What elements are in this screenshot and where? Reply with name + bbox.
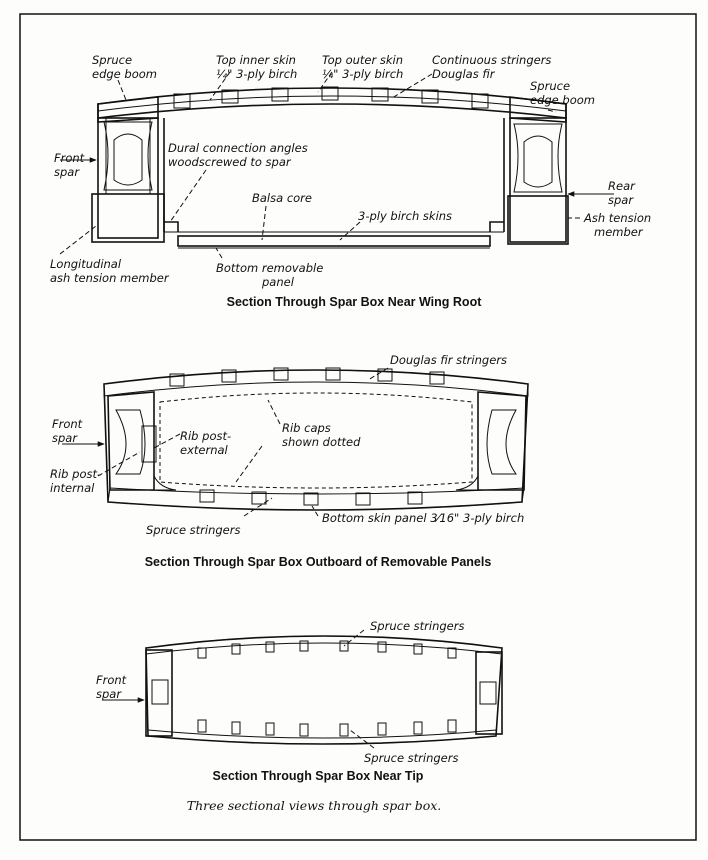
label-spruce-edge-boom-right: Spruce (530, 79, 570, 93)
label-top-outer-skin-2: ¼" 3-ply birch (322, 67, 403, 81)
label-top-inner-skin: Top inner skin (216, 53, 296, 67)
label-dural-connection: Dural connection angles (168, 141, 308, 155)
label-birch-skins: 3-ply birch skins (358, 209, 452, 223)
label-rear-spar: Rear (608, 179, 636, 193)
label-continuous-stringers: Continuous stringers (432, 53, 551, 67)
label-bottom-removable-panel: Bottom removable (216, 261, 323, 275)
label-ash-tension-2: member (594, 225, 644, 239)
label-continuous-stringers-2: Douglas fir (432, 67, 496, 81)
label-rib-caps: Rib caps (282, 421, 331, 435)
figure-caption: Three sectional views through spar box. (187, 798, 442, 813)
section1-labels: Spruce edge boom Top inner skin ¼" 3-ply… (50, 53, 651, 309)
label-bottom-removable-panel-2: panel (261, 275, 295, 289)
label-spruce-edge-boom-left-2: edge boom (92, 67, 157, 81)
section2-caption: Section Through Spar Box Outboard of Rem… (145, 555, 492, 569)
label-spruce-stringers-s2: Spruce stringers (146, 523, 240, 537)
section2-leaders (62, 367, 389, 517)
label-rib-post-internal-2: internal (50, 481, 95, 495)
section1-leaders (59, 71, 614, 259)
label-rib-caps-2: shown dotted (282, 435, 361, 449)
label-rib-post-external-2: external (180, 443, 229, 457)
label-front-spar-s3: Front (96, 673, 127, 687)
label-front-spar-2: spar (54, 165, 80, 179)
section1-caption: Section Through Spar Box Near Wing Root (227, 295, 483, 309)
label-dural-connection-2: woodscrewed to spar (168, 155, 292, 169)
label-balsa-core: Balsa core (252, 191, 312, 205)
section3-labels: Spruce stringers Front spar Spruce strin… (96, 619, 464, 783)
label-top-inner-skin-2: ¼" 3-ply birch (216, 67, 297, 81)
section3-caption: Section Through Spar Box Near Tip (213, 769, 424, 783)
section2-drawing (103, 367, 529, 511)
label-douglas-fir-stringers: Douglas fir stringers (390, 353, 507, 367)
label-front-spar-s2: Front (52, 417, 83, 431)
section3-leaders (102, 629, 375, 749)
label-rear-spar-2: spar (608, 193, 634, 207)
label-spruce-edge-boom-left: Spruce (92, 53, 132, 67)
label-spruce-stringers-bottom: Spruce stringers (364, 751, 458, 765)
label-bottom-skin-panel: Bottom skin panel 3⁄16" 3-ply birch (322, 511, 524, 525)
label-front-spar: Front (54, 151, 85, 165)
label-rib-post-internal: Rib post- (50, 467, 101, 481)
label-ash-tension: Ash tension (583, 211, 651, 225)
section1-drawing (91, 86, 569, 249)
label-front-spar-s3-2: spar (96, 687, 122, 701)
label-longitudinal-ash: Longitudinal (50, 257, 122, 271)
page-border (19, 13, 697, 841)
section2-labels: Douglas fir stringers Front spar Rib pos… (50, 353, 524, 569)
section3-drawing (145, 635, 503, 745)
label-longitudinal-ash-2: ash tension member (50, 271, 170, 285)
label-spruce-edge-boom-right-2: edge boom (530, 93, 595, 107)
label-front-spar-s2-2: spar (52, 431, 78, 445)
label-top-outer-skin: Top outer skin (322, 53, 403, 67)
label-rib-post-external: Rib post- (180, 429, 231, 443)
label-spruce-stringers-top: Spruce stringers (370, 619, 464, 633)
